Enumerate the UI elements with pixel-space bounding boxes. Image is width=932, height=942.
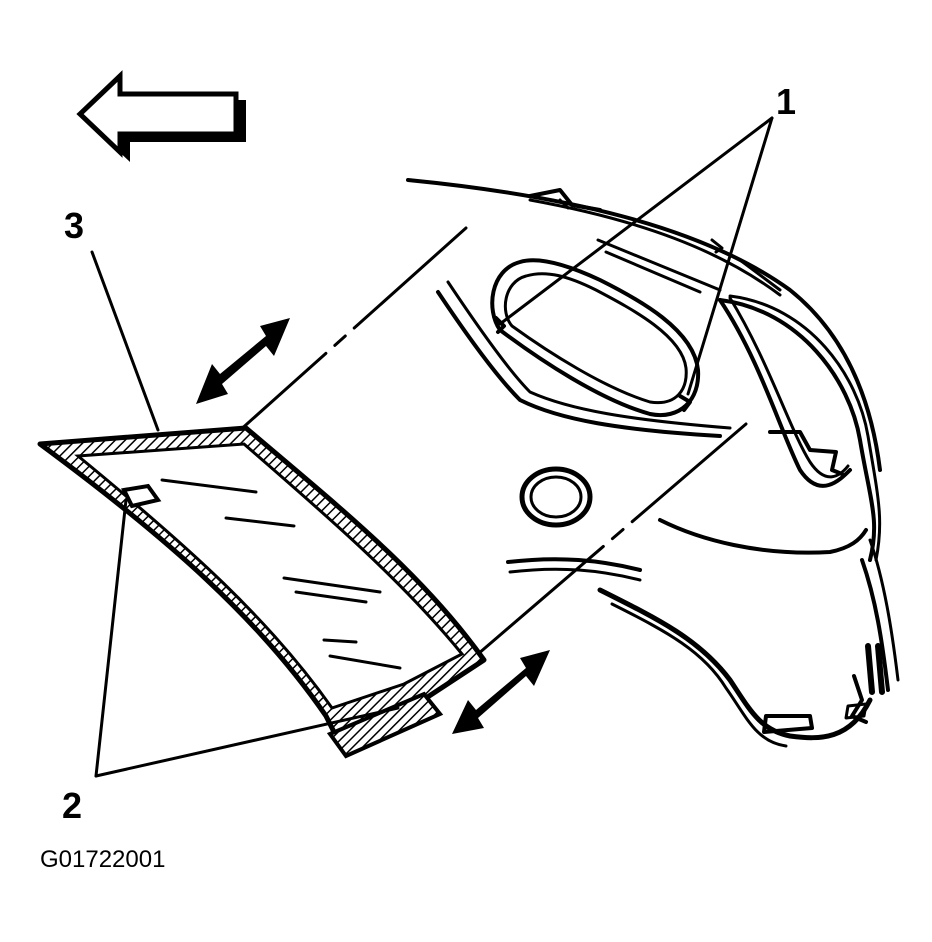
double-headed-arrow-icon [196,318,290,404]
quarter-window-glass [37,425,487,759]
callout-2: 2 [62,785,82,826]
double-headed-arrow-icon [452,650,550,734]
figure-id: G01722001 [40,846,165,873]
left-arrow-icon [76,70,246,162]
callout-leaders [90,116,774,778]
vehicle-body-panel [406,178,900,748]
callout-3: 3 [64,205,84,246]
alignment-lines [236,226,748,656]
callout-1: 1 [776,81,796,122]
